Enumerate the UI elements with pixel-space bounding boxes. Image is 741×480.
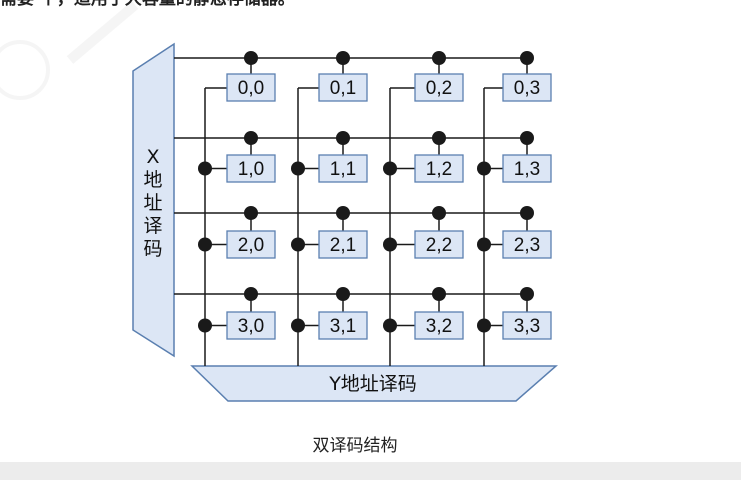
column-junction-dot: [198, 318, 212, 333]
column-junction-dot: [383, 161, 397, 176]
memory-cell: [318, 311, 368, 340]
memory-cell: [502, 73, 552, 102]
memory-cell-label: 1,1: [330, 159, 356, 180]
column-junction-dot: [198, 237, 212, 252]
junction-dots: [198, 51, 534, 333]
memory-cell: [502, 230, 552, 259]
memory-cells: 0,0 0,1 0,2 0,3 1,0 1,1 1,2 1,3 2,0 2,1 2,2 2,3 3,0 3…: [226, 73, 552, 340]
y-decoder-label: Y地址译码: [328, 373, 417, 395]
row-junction-dot: [336, 206, 350, 220]
memory-cell: [414, 311, 464, 340]
memory-cell-label: 3,0: [238, 316, 264, 337]
memory-cell: [502, 154, 552, 183]
row-junction-dot: [336, 131, 350, 145]
memory-cell: [414, 230, 464, 259]
column-junction-dot: [291, 237, 305, 252]
memory-cell-label: 0,3: [514, 78, 540, 99]
column-junction-dot: [477, 237, 491, 252]
memory-cell-label: 0,0: [238, 78, 264, 99]
memory-cell: [502, 311, 552, 340]
row-junction-dot: [336, 287, 350, 301]
column-junction-dot: [477, 318, 491, 333]
memory-cell: [318, 230, 368, 259]
row-junction-dot: [244, 131, 258, 145]
row-junction-dot: [432, 51, 446, 65]
row-junction-dot: [336, 51, 350, 65]
y-decoder: [190, 365, 558, 402]
row-junction-dot: [520, 51, 534, 65]
row-junction-dot: [244, 206, 258, 220]
bottom-bar: [0, 462, 741, 480]
row-junction-dot: [244, 51, 258, 65]
row-junction-dot: [432, 131, 446, 145]
x-decoder-label: X 地 址 译 码: [143, 146, 162, 260]
row-junction-dot: [520, 131, 534, 145]
memory-cell-label: 0,2: [426, 78, 452, 99]
memory-cell: [318, 73, 368, 102]
x-decoder-label-3: 译: [143, 215, 162, 237]
memory-cell-label: 1,2: [426, 159, 452, 180]
memory-cell: [414, 154, 464, 183]
x-decoder-label-1: 地: [143, 169, 162, 191]
memory-cell-label: 0,1: [330, 78, 356, 99]
x-decoder-label-0: X: [146, 146, 159, 168]
x-decoder: [132, 42, 175, 358]
column-junction-dot: [291, 318, 305, 333]
memory-cell: [318, 154, 368, 183]
memory-cell-label: 2,3: [514, 235, 540, 256]
memory-cell-label: 2,1: [330, 235, 356, 256]
caption: 双译码结构: [313, 436, 398, 456]
column-junction-dot: [477, 161, 491, 176]
top-text: 需要 个，适用于大容量的静态存储器。: [0, 0, 295, 9]
memory-cell-label: 1,3: [514, 159, 540, 180]
column-junction-dot: [198, 161, 212, 176]
memory-cell-label: 1,0: [238, 159, 264, 180]
memory-cell: [226, 230, 276, 259]
memory-cell: [414, 73, 464, 102]
memory-cell-label: 3,3: [514, 316, 540, 337]
watermark: [0, 1, 139, 100]
x-decoder-label-4: 码: [143, 238, 162, 260]
memory-cell-label: 3,2: [426, 316, 452, 337]
column-junction-dot: [383, 237, 397, 252]
row-junction-dot: [432, 206, 446, 220]
memory-cell: [226, 154, 276, 183]
x-decoder-label-2: 址: [143, 192, 162, 214]
memory-cell-label: 3,1: [330, 316, 356, 337]
row-junction-dot: [244, 287, 258, 301]
row-junction-dot: [520, 287, 534, 301]
memory-cell-label: 2,2: [426, 235, 452, 256]
row-junction-dot: [520, 206, 534, 220]
memory-cell: [226, 311, 276, 340]
row-junction-dot: [432, 287, 446, 301]
memory-cell-label: 2,0: [238, 235, 264, 256]
memory-cell: [226, 73, 276, 102]
column-junction-dot: [383, 318, 397, 333]
column-junction-dot: [291, 161, 305, 176]
